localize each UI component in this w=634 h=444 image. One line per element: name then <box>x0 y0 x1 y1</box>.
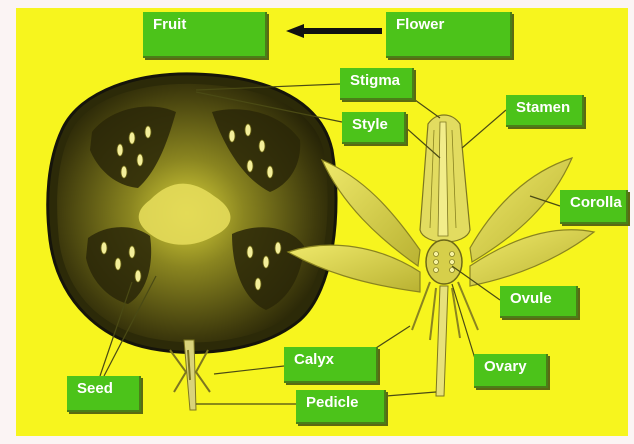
label-seed: Seed <box>67 376 141 412</box>
style-column <box>438 122 448 236</box>
label-flower: Flower <box>386 12 512 58</box>
label-style: Style <box>342 112 406 144</box>
label-calyx: Calyx <box>284 347 378 383</box>
label-ovule: Ovule <box>500 286 578 318</box>
label-corolla: Corolla <box>560 190 628 224</box>
flower-ovary <box>426 240 462 284</box>
label-fruit: Fruit <box>143 12 267 58</box>
flower-to-fruit-arrow <box>286 24 382 38</box>
flower-pedicle <box>436 286 448 396</box>
label-stamen: Stamen <box>506 95 584 127</box>
label-stigma: Stigma <box>340 68 414 100</box>
label-pedicle: Pedicle <box>296 390 386 424</box>
label-ovary: Ovary <box>474 354 548 388</box>
